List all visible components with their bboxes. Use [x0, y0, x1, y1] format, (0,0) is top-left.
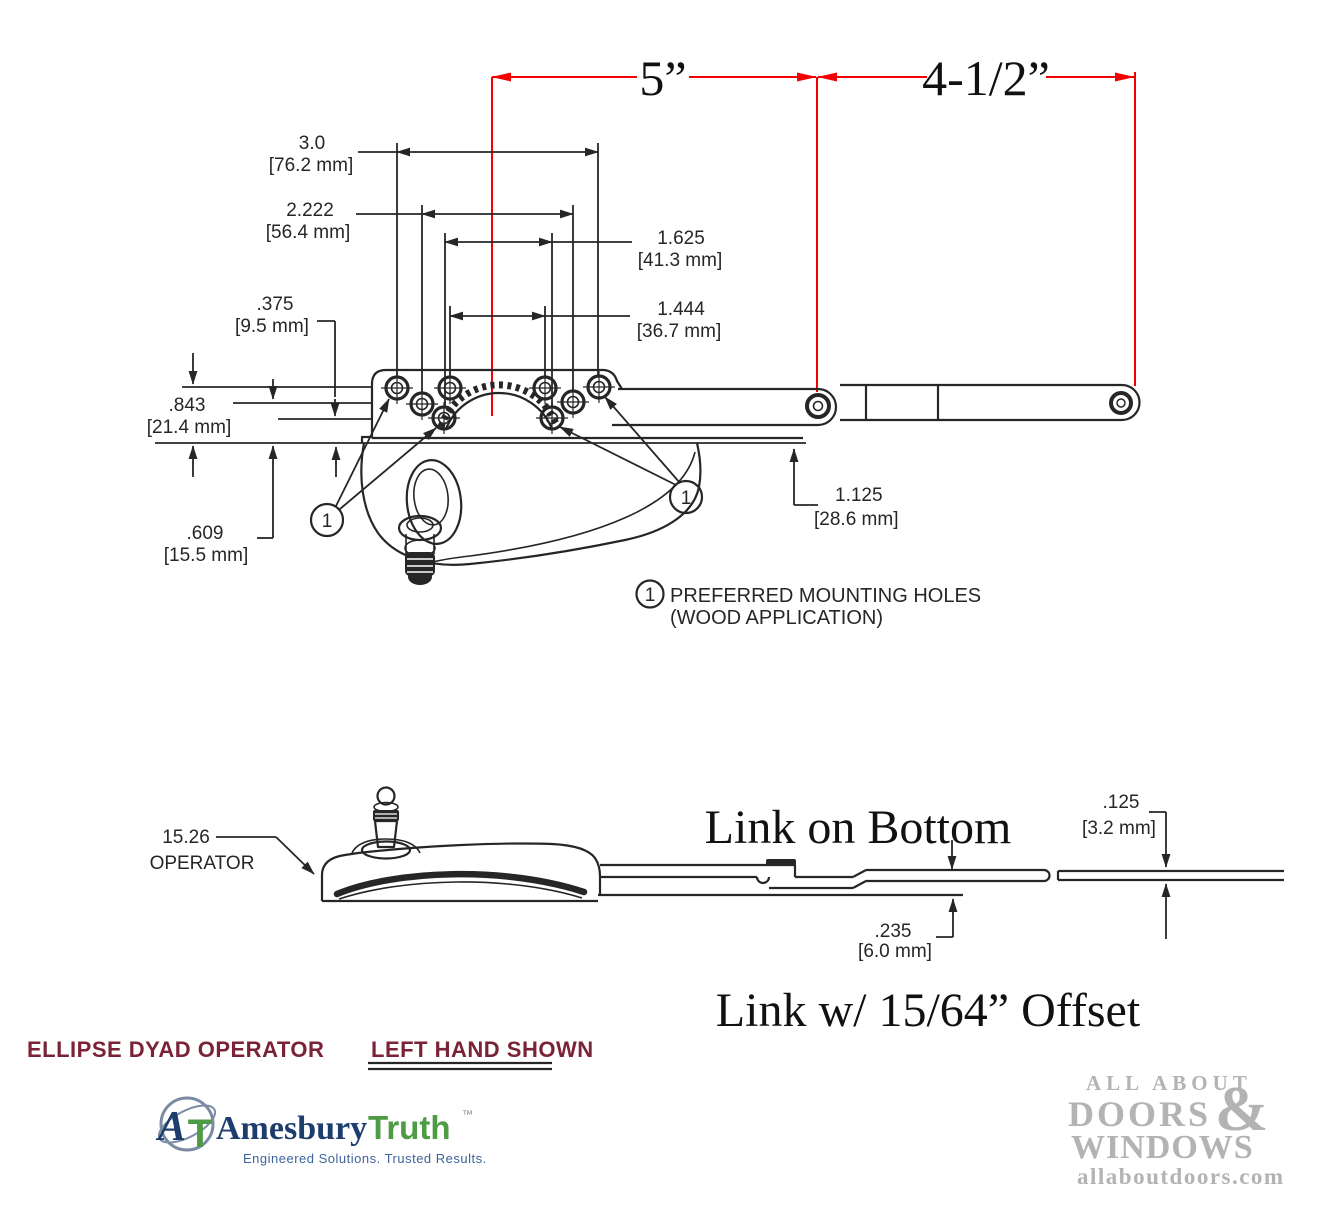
dim-.375-mm: [9.5 mm]	[235, 316, 309, 337]
aadw-watermark: ALL ABOUT DOORS & WINDOWS allaboutdoors.…	[1068, 1071, 1285, 1189]
link-rivet-tab	[766, 859, 796, 866]
dim-.125-mm: [3.2 mm]	[1082, 818, 1156, 839]
top-dimensions-group: 3.0 [76.2 mm] 2.222 [56.4 mm] 1.625 [41.…	[147, 133, 899, 566]
aadw-line2: DOORS	[1068, 1094, 1211, 1134]
operator-link-arm	[840, 383, 1141, 422]
amesbury-mark-t: T	[188, 1112, 212, 1156]
crank-stud-top-view	[397, 514, 443, 585]
dim-3.0-value: 3.0	[299, 133, 325, 154]
dim-.609-mm: [15.5 mm]	[164, 545, 248, 566]
operator-body-side	[320, 842, 602, 901]
aadw-ampersand: &	[1215, 1073, 1268, 1144]
hand-note: LEFT HAND SHOWN	[371, 1037, 594, 1062]
dim-.125-value: .125	[1103, 792, 1140, 813]
dimension-4-5in: 4-1/2”	[922, 50, 1050, 106]
dim-.843-value: .843	[169, 395, 206, 416]
dim-2.222-value: 2.222	[286, 200, 334, 221]
crank-boss-outline	[405, 459, 463, 545]
dim-.843-mm: [21.4 mm]	[147, 417, 231, 438]
dim-3.0-mm: [76.2 mm]	[269, 155, 353, 176]
dim-1.625-value: 1.625	[657, 228, 705, 249]
dimension-5in: 5”	[639, 50, 686, 106]
amesbury-mark-a: A	[155, 1104, 186, 1150]
mounting-plate-outline	[370, 368, 623, 437]
link-on-bottom-caption: Link on Bottom	[705, 801, 1012, 854]
callout-1-left: 1	[309, 398, 437, 538]
operator-top-view: 1 1	[309, 368, 1141, 585]
amesbury-logo-mark	[159, 1096, 215, 1152]
operator-dim-label: 15.26	[162, 827, 210, 848]
dim-1.625-mm: [41.3 mm]	[638, 250, 722, 271]
callout-1-right: 1	[559, 396, 704, 515]
legend-subtitle: (WOOD APPLICATION)	[670, 607, 883, 629]
red-dimension-group: 5” 4-1/2”	[491, 50, 1136, 416]
dim-1.444-mm: [36.7 mm]	[637, 321, 721, 342]
dim-1.125-mm: [28.6 mm]	[814, 509, 898, 530]
legend: 1 PREFERRED MOUNTING HOLES (WOOD APPLICA…	[635, 579, 981, 629]
mounting-hole	[581, 369, 617, 405]
operator-label: OPERATOR	[150, 853, 255, 874]
mounting-hole	[379, 370, 415, 406]
mounting-hole	[527, 370, 563, 406]
legend-title: PREFERRED MOUNTING HOLES	[670, 585, 981, 607]
dim-.235-mm: [6.0 mm]	[858, 941, 932, 962]
dim-.609-value: .609	[187, 523, 224, 544]
amesbury-tagline: Engineered Solutions. Trusted Results.	[243, 1151, 487, 1166]
legend-callout-number: 1	[645, 585, 656, 606]
dim-.235-value: .235	[875, 921, 912, 942]
callout-number: 1	[322, 511, 333, 532]
dim-.375-value: .375	[257, 294, 294, 315]
dim-1.125-value: 1.125	[835, 485, 883, 506]
amesbury-wordmark: Amesbury	[216, 1110, 367, 1147]
crank-stud-side-view	[351, 786, 421, 860]
aadw-line3: WINDOWS	[1071, 1129, 1254, 1166]
footer-titles: ELLIPSE DYAD OPERATOR LEFT HAND SHOWN	[27, 1037, 594, 1071]
product-title: ELLIPSE DYAD OPERATOR	[27, 1037, 324, 1062]
link-offset-caption: Link w/ 15/64” Offset	[716, 984, 1141, 1037]
link-end-hole	[1109, 391, 1133, 415]
trademark-symbol: ™	[462, 1109, 473, 1121]
callout-number: 1	[681, 488, 692, 509]
arm-pivot-hole	[805, 393, 831, 419]
dim-1.444-value: 1.444	[657, 299, 705, 320]
operator-side-view: 15.26 OPERATOR	[150, 786, 1284, 1037]
dim-2.222-mm: [56.4 mm]	[266, 222, 350, 243]
operator-arm	[612, 387, 838, 427]
aadw-line1: ALL ABOUT	[1086, 1071, 1252, 1095]
amesbury-truth-logo: A T Amesbury Truth ™ Engineered Solution…	[155, 1096, 487, 1166]
legend-callout-circle	[635, 579, 665, 609]
truth-wordmark: Truth	[368, 1109, 450, 1146]
aadw-url: allaboutdoors.com	[1077, 1164, 1285, 1189]
link-side-view	[598, 859, 1284, 897]
